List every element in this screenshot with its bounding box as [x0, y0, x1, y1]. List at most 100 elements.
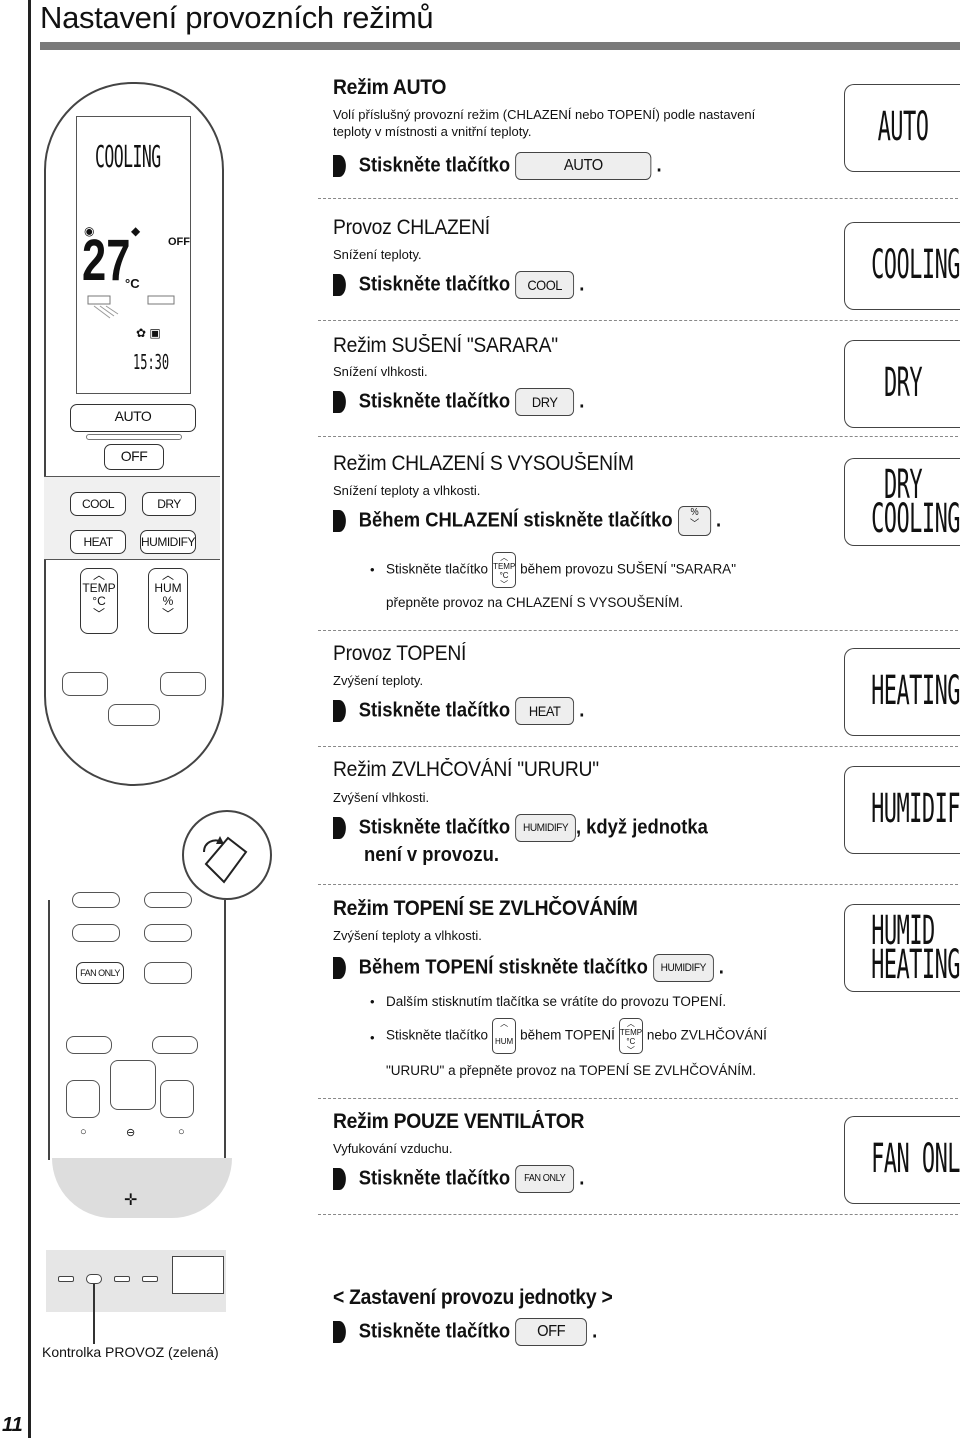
dry-display: DRY [844, 340, 960, 428]
indicator-lamp [58, 1276, 74, 1282]
dry-inline-button: DRY [515, 388, 575, 416]
heat-humid-step: Během TOPENÍ stiskněte tlačítko HUMIDIFY… [333, 954, 724, 982]
step-marker-icon [333, 817, 346, 839]
fan-desc: Vyfukování vzduchu. [333, 1141, 453, 1156]
stop-title: < Zastavení provozu jednotky > [333, 1286, 613, 1309]
callout-line [93, 1284, 95, 1344]
indicator-lamp [142, 1276, 158, 1282]
fan-only-button[interactable]: FAN ONLY [76, 962, 124, 984]
humidify-inline-button: HUMIDIFY [652, 954, 714, 982]
humidify-title: Režim ZVLHČOVÁNÍ "URURU" [333, 758, 599, 781]
humidify-button[interactable]: HUMIDIFY [140, 530, 196, 554]
thermometer-icon: ◉ [84, 224, 95, 238]
heat-humid-desc: Zvýšení teploty a vlhkosti. [333, 928, 482, 943]
remote-lower [48, 900, 226, 1160]
blank-button[interactable] [144, 924, 192, 942]
lcd-degree-unit: °C [125, 276, 140, 291]
divider [318, 320, 958, 321]
stop-step: Stiskněte tlačítko OFF . [333, 1318, 597, 1346]
humidify-desc: Zvýšení vlhkosti. [333, 790, 430, 805]
hum-rocker[interactable]: ︿ HUM % ﹀ [148, 568, 188, 634]
cool-step: Stiskněte tlačítko COOL . [333, 271, 584, 299]
margin-line [28, 0, 31, 1438]
blank-button[interactable] [144, 962, 192, 984]
step-marker-icon [333, 700, 346, 722]
heat-step: Stiskněte tlačítko HEAT . [333, 697, 584, 725]
off-inline-button: OFF [515, 1318, 587, 1346]
hum-percent-inline-button: %﹀ [677, 506, 711, 536]
lcd-off-text: OFF [168, 236, 190, 248]
page-title: Nastavení provozních režimů [40, 0, 434, 35]
auto-desc-1: Volí příslušný provozní režim (CHLAZENÍ … [333, 107, 756, 122]
step-marker-icon [333, 274, 346, 296]
remote-lcd [76, 116, 191, 394]
dry-cool-title: Režim CHLAZENÍ S VYSOUŠENÍM [333, 452, 634, 475]
blank-button[interactable] [160, 672, 206, 696]
cool-title: Provoz CHLAZENÍ [333, 216, 490, 239]
humidify-inline-button: HUMIDIFY [515, 814, 576, 842]
dry-cool-note-1: Stiskněte tlačítko︿TEMP°C﹀během provozu … [386, 552, 736, 589]
dry-cool-step: Během CHLAZENÍ stiskněte tlačítko %﹀ . [333, 506, 721, 536]
fan-display: FAN ONLY [844, 1116, 960, 1204]
step-marker-icon [333, 1168, 346, 1190]
humidify-display: HUMIDIFY [844, 766, 960, 854]
step-marker-icon [333, 957, 346, 979]
dry-title: Režim SUŠENÍ "SARARA" [333, 334, 558, 357]
temp-label: TEMP [82, 581, 116, 595]
blank-button[interactable] [144, 892, 192, 908]
lcd-time: 15:30 [133, 350, 170, 374]
blank-button[interactable] [72, 892, 120, 908]
remote-bottom-cover [52, 1158, 232, 1218]
heat-title: Provoz TOPENÍ [333, 642, 467, 665]
step-marker-icon [333, 155, 346, 177]
heat-desc: Zvýšení teploty. [333, 673, 424, 688]
hum-rocker-icon: ︿HUM [492, 1018, 517, 1054]
temp-rocker-icon: ︿TEMP°C﹀ [618, 1018, 643, 1055]
heat-button[interactable]: HEAT [70, 530, 126, 554]
dry-step: Stiskněte tlačítko DRY . [333, 388, 584, 416]
temp-rocker-icon: ︿TEMP°C﹀ [492, 552, 517, 589]
droplet-icon: ◆ [131, 224, 141, 238]
heat-humid-note-3: "URURU" a přepněte provoz na TOPENÍ SE Z… [386, 1063, 756, 1078]
blank-button[interactable] [160, 1080, 194, 1118]
indicator-circle-icon: ○ [178, 1126, 185, 1138]
indicator-caption: Kontrolka PROVOZ (zelená) [42, 1344, 219, 1360]
heat-inline-button: HEAT [515, 697, 575, 725]
cool-display: COOLING [844, 222, 960, 310]
blank-button[interactable] [66, 1036, 112, 1054]
dry-cool-desc: Snížení teploty a vlhkosti. [333, 483, 481, 498]
blank-button[interactable] [110, 1060, 156, 1110]
off-button[interactable]: OFF [104, 444, 164, 470]
step-marker-icon [333, 510, 346, 532]
auto-title: Režim AUTO [333, 76, 447, 99]
blank-button[interactable] [62, 672, 108, 696]
blank-button[interactable] [152, 1036, 198, 1054]
indicator-lamp [114, 1276, 130, 1282]
chevron-up-icon: ︿ [161, 568, 174, 582]
humidify-step-cont: není v provozu. [364, 844, 499, 866]
chevron-down-icon: ﹀ [92, 607, 105, 621]
cool-inline-button: COOL [515, 271, 575, 299]
dry-button[interactable]: DRY [142, 492, 196, 516]
step-marker-icon [333, 1321, 346, 1343]
blank-button[interactable] [108, 704, 160, 726]
temp-rocker[interactable]: ︿ TEMP °C ﹀ [80, 568, 118, 634]
operation-lamp [86, 1274, 102, 1284]
dry-desc: Snížení vlhkosti. [333, 364, 428, 379]
lock-icon: ⊖ [126, 1127, 136, 1139]
blank-button[interactable] [66, 1080, 100, 1118]
airflow-icon [84, 294, 180, 320]
divider [318, 630, 958, 631]
page-number: 11 [2, 1414, 23, 1436]
cool-button[interactable]: COOL [70, 492, 126, 516]
auto-button[interactable]: AUTO [70, 404, 196, 432]
divider [318, 746, 958, 747]
divider [318, 884, 958, 885]
blank-button[interactable] [72, 924, 120, 942]
heat-display: HEATING [844, 648, 960, 736]
lcd-mode-text: COOLING [95, 140, 161, 175]
auto-desc-2: teploty v místnosti a vnitřní teploty. [333, 124, 532, 139]
chevron-up-icon: ︿ [92, 568, 105, 582]
